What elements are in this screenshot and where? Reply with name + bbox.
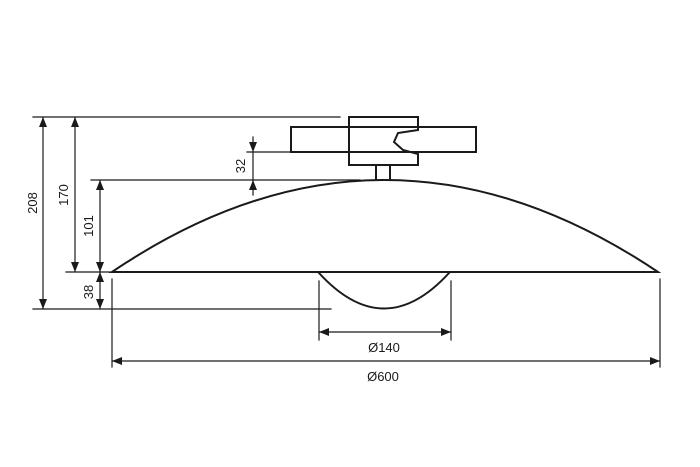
dim-label-600: Ø600 bbox=[367, 369, 399, 384]
dim-208: 208 bbox=[25, 117, 47, 309]
canopy-plate bbox=[290, 126, 477, 153]
stem bbox=[375, 164, 391, 181]
dim-38: 38 bbox=[81, 272, 104, 309]
dim-label-101: 101 bbox=[81, 215, 96, 237]
diffuser bbox=[317, 271, 451, 310]
dim-600: Ø600 bbox=[112, 357, 660, 384]
shade-dome bbox=[108, 179, 662, 273]
dim-140: Ø140 bbox=[319, 328, 451, 355]
dim-170: 170 bbox=[56, 117, 79, 272]
dim-label-32: 32 bbox=[233, 159, 248, 173]
dim-label-38: 38 bbox=[81, 285, 96, 299]
dim-label-170: 170 bbox=[56, 184, 71, 206]
dim-32: 32 bbox=[233, 136, 257, 196]
dim-101: 101 bbox=[81, 180, 104, 272]
mounting-block bbox=[348, 116, 419, 166]
extension-lines bbox=[32, 116, 661, 368]
lamp-outline bbox=[108, 116, 662, 310]
dim-label-208: 208 bbox=[25, 192, 40, 214]
dim-label-140: Ø140 bbox=[368, 340, 400, 355]
